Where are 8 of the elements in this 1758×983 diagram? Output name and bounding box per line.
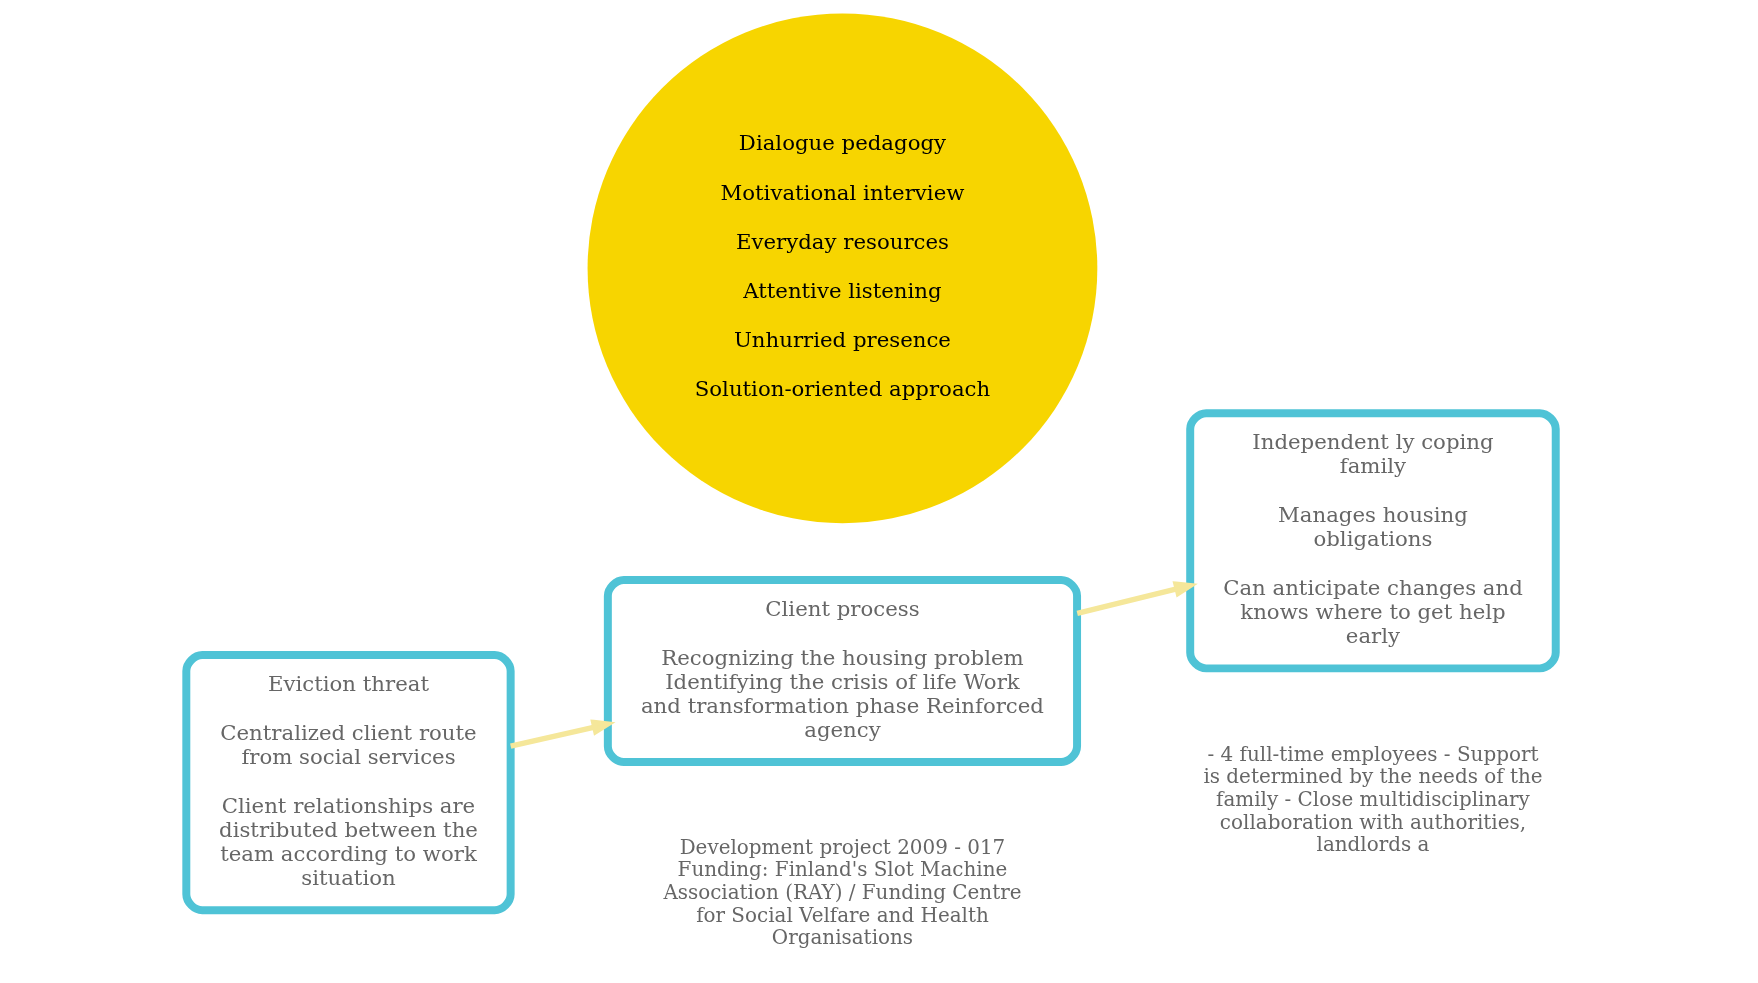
arrow bbox=[510, 719, 616, 749]
node-box: Independent ly coping family Manages housing obligations Can anticipate changes and knows where to get help early bbox=[1186, 409, 1560, 673]
node-box: Client process Recognizing the housing problem Identifying the crisis of life Work and transformation phase Reinforced agency bbox=[603, 576, 1082, 767]
arrow bbox=[1076, 581, 1198, 616]
label: - 4 full-time employees - Support is determined by the needs of the family - Close multidisciplinary collaboration with authorities, landlords a bbox=[1203, 742, 1543, 857]
node-box: Eviction threat Centralized client route from social services Client relationships are distributed between the team according to work situation bbox=[182, 651, 515, 915]
node-circle: Dialogue pedagogy Motivational interview Everyday resources Attentive listening Unhurried presence Solution-oriented approach bbox=[587, 13, 1098, 524]
label: Development project 2009 - 017 Funding: Finland's Slot Machine Association (RAY) / Funding Centre for Social Velfare and Health Organisations bbox=[663, 835, 1022, 950]
